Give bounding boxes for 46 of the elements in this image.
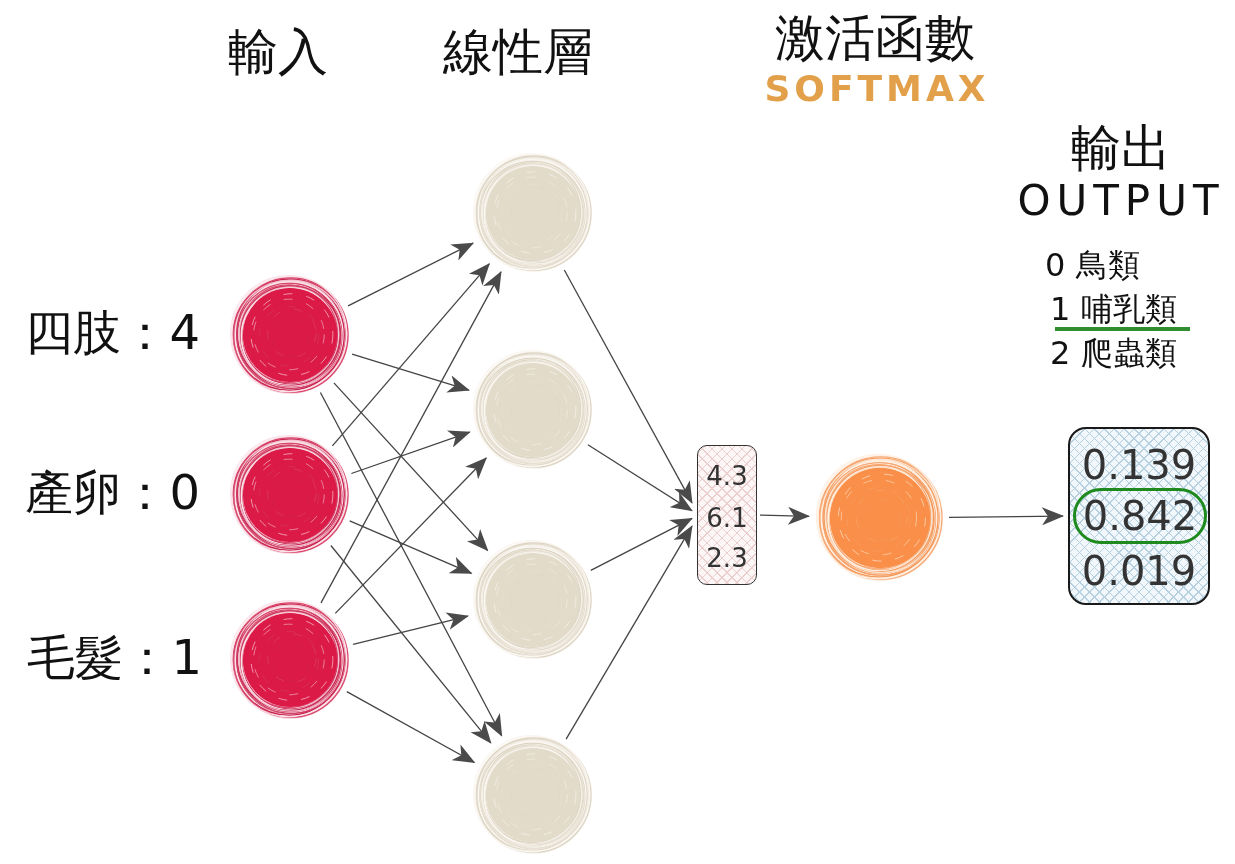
column-heading: 輸出 [1071,120,1171,176]
neuron-circle [471,348,595,472]
arrow [759,506,810,525]
arrow [948,507,1064,526]
class-label: 2 爬蟲類 [1050,336,1177,372]
neuron-circle [471,733,595,857]
arrow [320,271,502,604]
arrow [334,457,487,615]
value-text: 4.3 [706,461,748,491]
feature-label: 毛髮：1 [27,630,202,684]
arrow [331,263,490,447]
subheading: OUTPUT [1017,177,1225,225]
neuron-circle [471,538,595,662]
arrow [346,690,476,764]
arrow [347,242,474,307]
feature-label: 四肢：4 [25,305,200,359]
arrow [565,525,693,740]
class-label: 0 鳥類 [1045,248,1140,284]
neuron-circle [228,433,352,557]
value-text: 6.1 [706,503,748,533]
value-text: 2.3 [706,543,748,573]
column-heading: 線性層 [443,24,593,80]
value-text: 0.019 [1081,549,1197,593]
highlighted-value: 0.842 [1073,488,1207,544]
arrow [587,444,693,512]
column-heading: 輸入 [228,24,328,80]
arrow [563,269,693,504]
neuron-circle [471,151,595,275]
neuron-circle [228,598,352,722]
arrow [351,353,470,393]
arrow [333,382,489,552]
neuron-circle [814,452,946,584]
function-name: SOFTMAX [764,69,990,109]
arrow [590,517,693,571]
arrow [349,520,473,575]
arrow [352,612,469,646]
value-text: 0.139 [1081,443,1197,487]
arrow [350,430,471,475]
feature-label: 產卵：0 [25,465,200,519]
class-label: 1 哺乳類 [1050,292,1177,328]
vector-box [697,445,757,585]
column-heading: 激活函數 [775,10,975,66]
arrow [330,544,492,744]
arrow [319,391,503,737]
neuron-circle [228,273,352,397]
output-box [1068,427,1210,605]
